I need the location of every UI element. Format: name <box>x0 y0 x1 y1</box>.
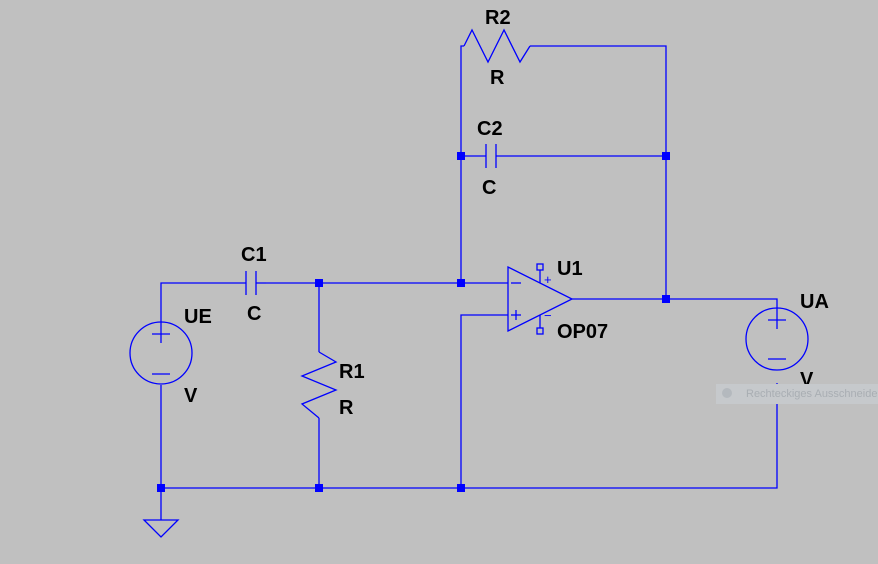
snip-tool-overlay: Rechteckiges Ausschneiden <box>716 384 878 404</box>
r2-value-label: R <box>490 67 505 89</box>
snip-tool-icon <box>722 388 732 398</box>
voltage-source-ue[interactable] <box>129 321 193 385</box>
ground-icon <box>142 519 180 538</box>
wire-noninv-input <box>460 314 508 488</box>
opamp-u1[interactable] <box>507 263 574 335</box>
wire-feedback-left <box>460 45 464 283</box>
c1-name-label: C1 <box>241 244 267 266</box>
u1-name-label: U1 <box>557 258 583 280</box>
resistor-r1[interactable] <box>300 351 338 419</box>
opamp-supply-minus: − <box>544 308 552 323</box>
snip-tool-hint: Rechteckiges Ausschneiden <box>746 388 878 400</box>
wire-output <box>572 298 778 311</box>
opamp-supply-plus: + <box>544 272 552 287</box>
resistor-r2[interactable] <box>463 28 531 64</box>
r1-value-label: R <box>339 397 354 419</box>
c1-value-label: C <box>247 303 261 325</box>
capacitor-c2[interactable] <box>485 144 497 168</box>
voltage-source-ua[interactable] <box>745 307 809 371</box>
wire-feedback-right <box>530 45 667 299</box>
c2-name-label: C2 <box>477 118 503 140</box>
wire-input <box>160 282 246 325</box>
ua-name-label: UA <box>800 291 829 313</box>
c2-value-label: C <box>482 177 496 199</box>
u1-value-label: OP07 <box>557 321 608 343</box>
ue-value-label: V <box>184 385 198 407</box>
wire-ground-bus <box>161 383 778 489</box>
capacitor-c1[interactable] <box>245 271 266 295</box>
junctions <box>157 152 670 492</box>
ue-name-label: UE <box>184 306 212 328</box>
wires <box>160 45 778 520</box>
r2-name-label: R2 <box>485 7 511 29</box>
r1-name-label: R1 <box>339 361 365 383</box>
